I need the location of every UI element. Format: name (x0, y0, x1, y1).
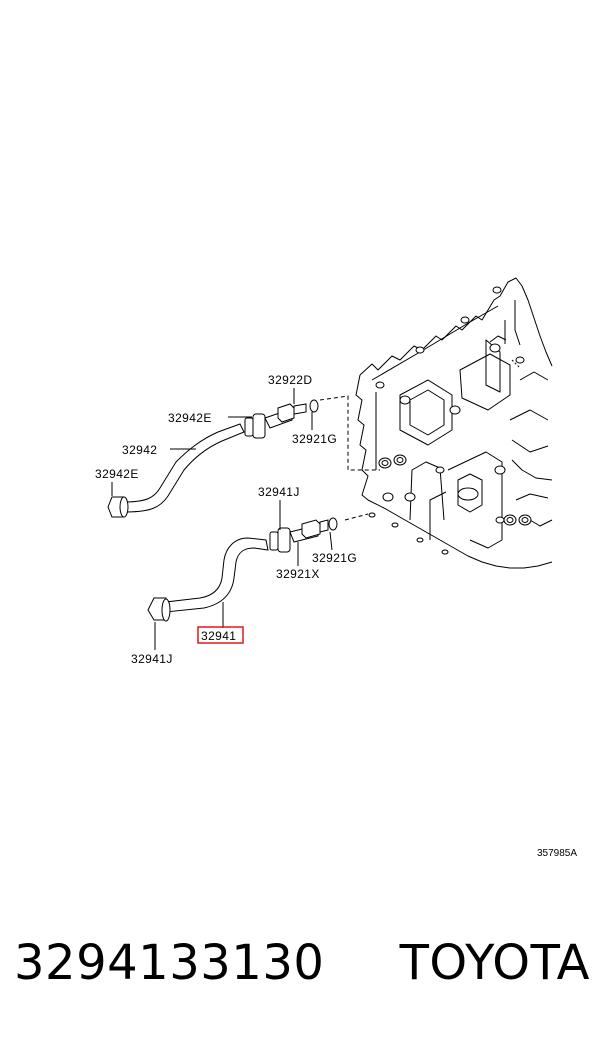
label-32941-highlighted[interactable]: 32941 (201, 629, 236, 643)
label-32922D[interactable]: 32922D (268, 373, 312, 387)
label-32921G-bottom[interactable]: 32921G (312, 551, 357, 565)
dashed-leaders (319, 395, 380, 521)
label-32942E-left[interactable]: 32942E (95, 467, 139, 481)
brand-name: TOYOTA (399, 935, 590, 991)
leader-lines (111, 388, 333, 650)
transmission-case-drawing (355, 277, 553, 569)
hose-32942-assembly (107, 399, 319, 518)
label-32921X[interactable]: 32921X (276, 567, 320, 581)
part-number: 3294133130 (14, 935, 325, 991)
label-32942E-top[interactable]: 32942E (168, 411, 212, 425)
reference-code: 357985A (537, 848, 577, 859)
label-32921G-top[interactable]: 32921G (292, 432, 337, 446)
footer: 3294133130 TOYOTA (0, 935, 600, 1005)
parts-diagram: 32922D 32942E 32921G 32942 32942E 32941J… (95, 277, 577, 859)
label-32941J-bottom[interactable]: 32941J (131, 652, 173, 666)
case-bolts (368, 286, 532, 555)
label-32942[interactable]: 32942 (122, 443, 157, 457)
hose-32941-assembly (147, 517, 338, 622)
highlight-box (197, 626, 244, 644)
label-32941J-top[interactable]: 32941J (258, 485, 300, 499)
